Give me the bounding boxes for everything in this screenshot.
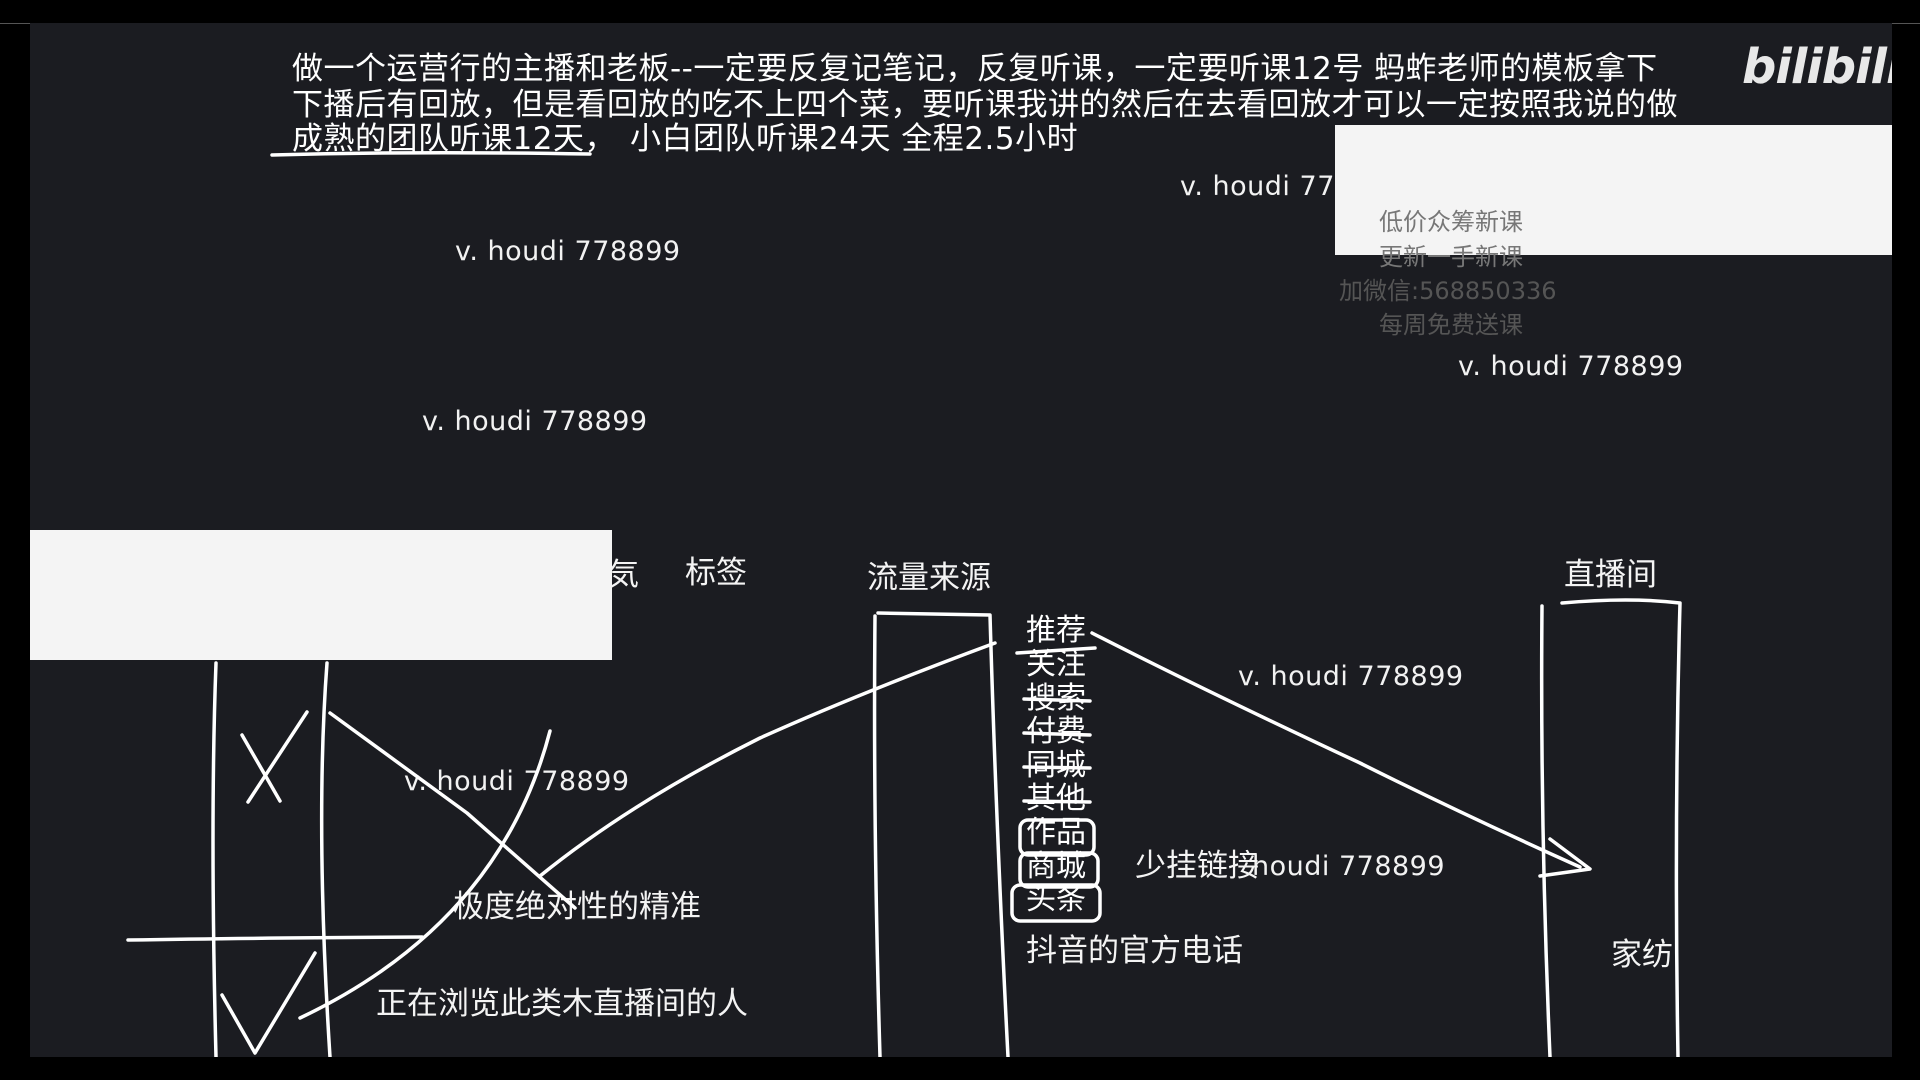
traffic-item: 作品 (1026, 815, 1086, 850)
label-precise: 极度绝对性的精准 (453, 889, 701, 925)
watermark-text: v. houdi 778899 (404, 766, 630, 797)
traffic-item: 推荐 (1026, 613, 1086, 648)
watermark-text: houdi 778899 (1252, 851, 1446, 882)
top-bar (0, 0, 1920, 24)
header-line-3b: 小白团队听课24天 全程2.5小时 (630, 121, 1079, 157)
label-browsing-viewers: 正在浏览此类木直播间的人 (376, 986, 748, 1022)
label-few-links: 少挂链接 (1135, 848, 1259, 884)
promo-line-4: 每周免费送课 (1379, 311, 1523, 339)
label-fragment: 気 (608, 557, 639, 593)
watermark-text: v. houdi 778899 (1458, 351, 1684, 382)
watermark-text: v. houdi 778899 (1238, 661, 1464, 692)
watermark-text: v. houdi 778899 (422, 406, 648, 437)
header-line-2: 下播后有回放，但是看回放的吃不上四个菜，要听课我讲的然后在去看回放才可以一定按照… (292, 87, 1678, 123)
video-frame: 做一个运营行的主播和老板--一定要反复记笔记，反复听课，一定要听课12号 蚂蚱老… (30, 23, 1892, 1057)
label-traffic-source: 流量来源 (867, 560, 991, 596)
traffic-item: 付费 (1026, 714, 1086, 749)
overlay-panel-left (30, 530, 612, 660)
traffic-item: 其他 (1026, 781, 1086, 816)
header-line-1: 做一个运营行的主播和老板--一定要反复记笔记，反复听课，一定要听课12号 蚂蚱老… (292, 51, 1658, 87)
label-tag: 标签 (685, 555, 747, 591)
bilibili-logo: bilibili (1742, 39, 1892, 95)
overlay-panel (1335, 125, 1892, 255)
label-live-room: 直播间 (1564, 557, 1657, 593)
label-official-phone: 抖音的官方电话 (1026, 933, 1243, 969)
promo-line-1: 低价众筹新课 (1379, 208, 1523, 236)
promo-line-2: 更新一手新课 (1379, 243, 1523, 271)
promo-line-3: 加微信:568850336 (1339, 277, 1557, 305)
label-home-textile: 家纺 (1611, 937, 1673, 973)
header-line-3a: 成熟的团队听课12天， (292, 121, 616, 157)
watermark-text: v. houdi 778899 (455, 236, 681, 267)
hand-drawn-strokes (126, 150, 1682, 1057)
traffic-item: 头条 (1026, 882, 1086, 917)
traffic-item: 关注 (1026, 647, 1086, 682)
